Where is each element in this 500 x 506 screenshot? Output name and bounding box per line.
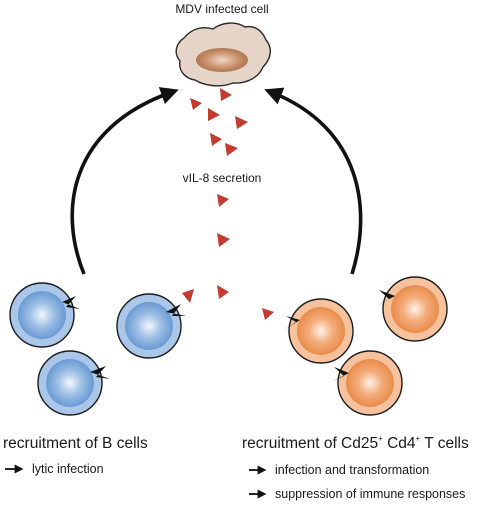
b-cell-recruitment-arrow [70, 87, 179, 275]
chemokine-triangle-icon [220, 88, 232, 101]
t-cell-bullet: infection and transformation [249, 463, 429, 477]
chemokine-triangle-icon [182, 289, 194, 303]
b-cell-heading: recruitment of B cells [3, 435, 148, 452]
b-cell-bullet: lytic infection [5, 462, 104, 476]
receptor-arrow-icon [166, 304, 186, 316]
receptor-arrow-icon [62, 296, 80, 309]
receptor-arrow-icon [331, 367, 349, 382]
chemokine-triangle-icon [217, 233, 230, 247]
t-cell-bullet: suppression of immune responses [249, 487, 465, 501]
chemokine-triangle-icon [208, 108, 220, 121]
receptor-arrow-icon [90, 366, 110, 379]
chemokine-triangle-icon [262, 308, 274, 320]
t-cell-recruitment-arrow [264, 87, 363, 275]
b-cell [116, 293, 186, 359]
nucleus [196, 48, 248, 72]
chemokine-triangle-icon [225, 143, 238, 156]
chemokine-triangle-icon [217, 285, 229, 299]
chemokine-triangle-icon [235, 116, 248, 129]
chemokine-triangle-icon [190, 98, 202, 110]
t-cell-heading: recruitment of Cd25+ Cd4+ T cells [242, 434, 469, 452]
t-cell [331, 350, 403, 416]
receptor-arrow-icon [376, 290, 395, 306]
infected-cell [175, 22, 271, 87]
t-cell-bullet-text: infection and transformation [275, 463, 429, 477]
chemokine-group [182, 88, 274, 320]
t-cell [284, 298, 354, 364]
chemokine-triangle-icon [210, 133, 222, 146]
infected-cell-label: MDV infected cell [175, 2, 268, 16]
b-cell [37, 350, 110, 416]
chemokine-triangle-icon [217, 194, 229, 207]
receptor-arrow-icon [284, 316, 300, 330]
secretion-label: vIL-8 secretion [183, 171, 262, 185]
t-cell-bullet-text: suppression of immune responses [275, 487, 465, 501]
b-cell [9, 282, 80, 348]
t-cell [376, 276, 448, 342]
b-cell-bullet-text: lytic infection [32, 462, 104, 476]
